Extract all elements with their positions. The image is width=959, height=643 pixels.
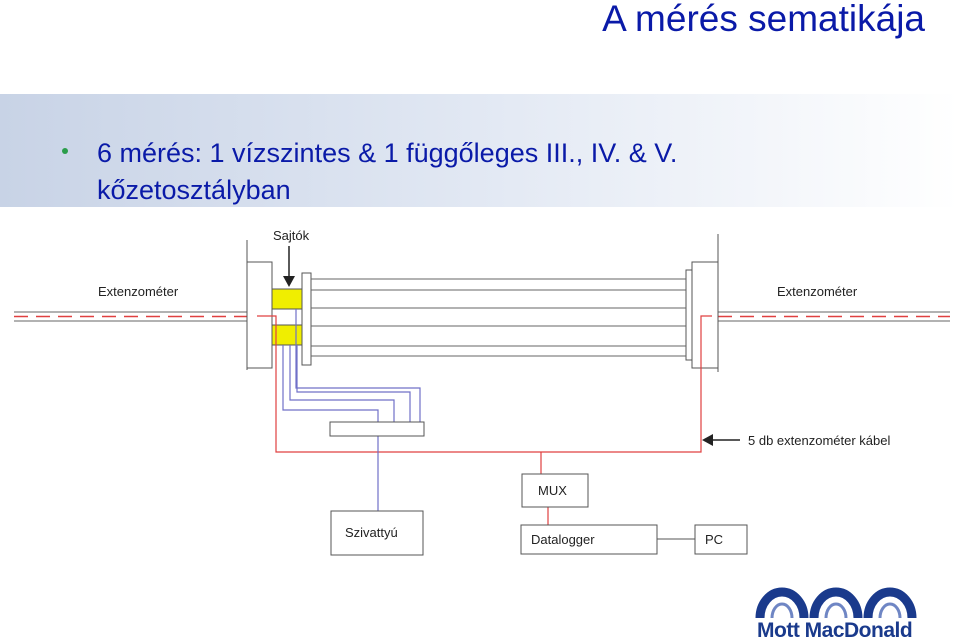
label-extensometer-left: Extenzométer (98, 284, 179, 299)
presses-arrow (283, 246, 295, 287)
manifold-block (329, 421, 425, 437)
slide-title: A mérés sematikája (602, 0, 925, 39)
bullet-icon (62, 148, 68, 154)
label-pump: Szivattyú (345, 525, 398, 540)
hydraulic-lines (282, 309, 421, 511)
mux-box (521, 473, 589, 508)
extensometer-rod-right (718, 311, 950, 322)
label-pc: PC (705, 532, 723, 547)
bullet-band (0, 94, 959, 207)
logo-text: Mott MacDonald (757, 619, 913, 642)
pc-box (694, 524, 748, 555)
label-presses: Sajtók (273, 228, 310, 243)
cable-arrow (702, 434, 740, 446)
pump-box (330, 510, 424, 556)
label-cable: 5 db extenzométer kábel (748, 433, 890, 448)
label-mux: MUX (538, 483, 567, 498)
datalogger-box (520, 524, 658, 555)
label-datalogger: Datalogger (531, 532, 595, 547)
extensometer-rod-left (14, 311, 248, 322)
tension-rods (311, 278, 686, 357)
bullet-text: 6 mérés: 1 vízszintes & 1 függőleges III… (97, 138, 678, 205)
extensometer-cables (257, 315, 712, 525)
label-extensometer-right: Extenzométer (777, 284, 858, 299)
left-bearing-plate (246, 240, 273, 370)
mott-macdonald-logo-icon (755, 587, 917, 619)
right-bearing-plate (685, 234, 719, 372)
hydraulic-presses (271, 272, 312, 366)
